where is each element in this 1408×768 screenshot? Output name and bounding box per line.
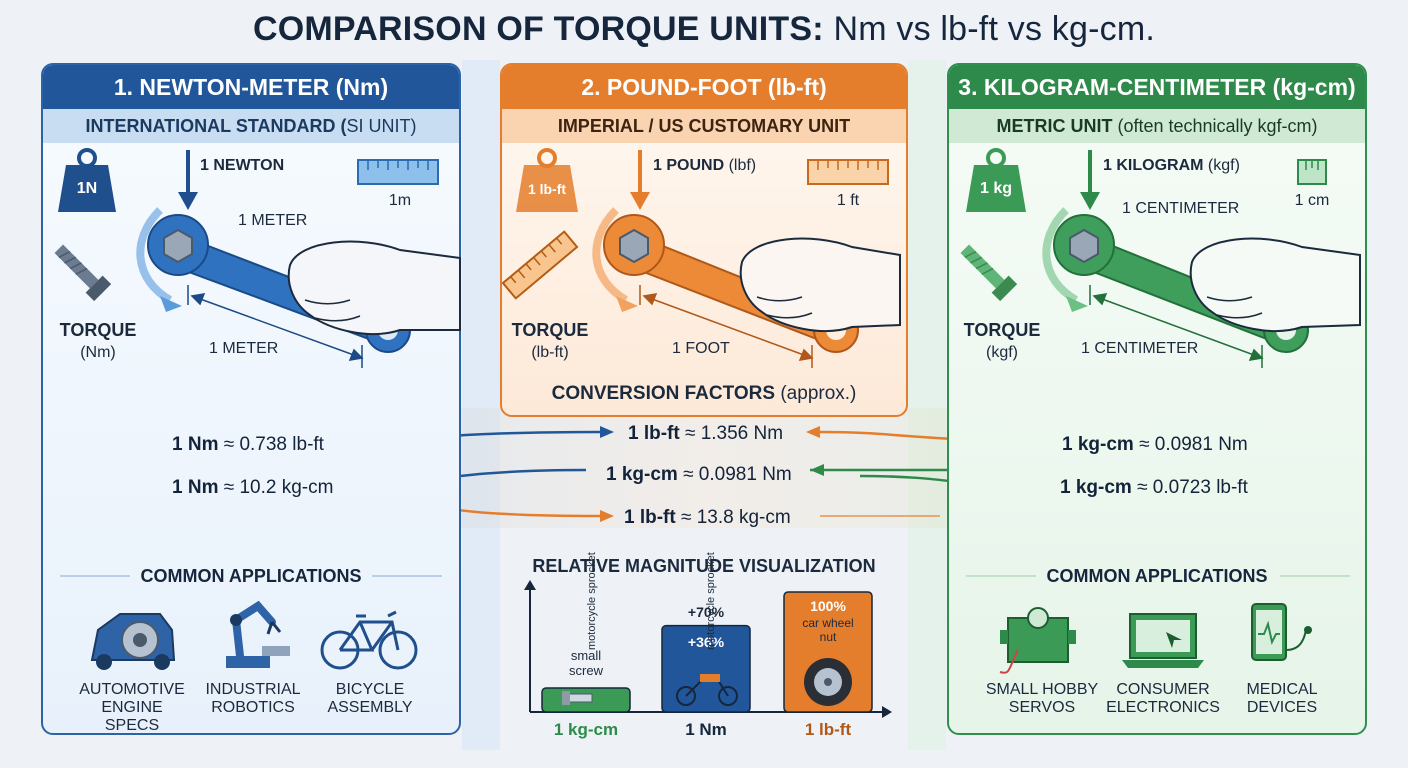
bar-label-kgcm: 1 kg-cm (553, 720, 619, 739)
bar-caption-plus70: +70% (687, 604, 725, 620)
conversion-nm-to-kgcm: 1 Nm ≈ 10.2 kg-cm (172, 477, 334, 498)
ruler-icon (1297, 159, 1327, 185)
conversion-kgcm-to-nm-center: 1 kg-cm ≈ 0.0981 Nm (606, 464, 792, 485)
weight-badge: 1 lb-ft (527, 181, 567, 197)
conversion-lbft-to-nm: 1 lb-ft ≈ 1.356 Nm (628, 423, 784, 444)
distance-label: 1 CENTIMETER (1081, 340, 1199, 357)
screw-icon (562, 691, 593, 705)
applications-title: COMMON APPLICATIONS (1046, 566, 1268, 586)
motorcycle-icon (676, 674, 738, 706)
wheel-icon (804, 658, 852, 706)
bolt-icon (54, 244, 112, 302)
distance-label: 1 FOOT (672, 340, 730, 357)
torque-unit: (Nm) (80, 344, 116, 361)
force-label: 1 NEWTON (200, 157, 285, 174)
torque-label: TORQUE (511, 320, 589, 340)
ruler-icon (807, 159, 889, 185)
torque-label: TORQUE (963, 320, 1041, 340)
bicycle-icon (320, 610, 418, 670)
laptop-icon (1122, 613, 1204, 668)
down-arrow-icon (630, 150, 650, 210)
hand-icon (287, 240, 461, 336)
conversion-nm-to-lbft: 1 Nm ≈ 0.738 lb-ft (172, 434, 324, 455)
ruler-label: 1 cm (1294, 192, 1330, 209)
conversion-kgcm-to-nm-right: 1 kg-cm ≈ 0.0981 Nm (1062, 434, 1248, 455)
force-label: 1 POUND (lbf) (653, 157, 757, 174)
bar-caption-100: 100% (810, 598, 846, 614)
conversion-kgcm-to-lbft: 1 kg-cm ≈ 0.0723 lb-ft (1060, 477, 1248, 498)
arm-label: 1 CENTIMETER (1122, 200, 1240, 217)
medical-tablet-icon (1251, 603, 1312, 661)
ruler-label: 1 ft (836, 192, 860, 209)
panel-header: 1. NEWTON-METER (Nm) (43, 65, 459, 109)
distance-label: 1 METER (209, 340, 279, 357)
hand-icon (739, 237, 901, 333)
down-arrow-icon (178, 150, 198, 210)
viz-title: RELATIVE MAGNITUDE VISUALIZATION (532, 556, 876, 576)
hand-icon (1189, 237, 1361, 333)
car-engine-gear-icon (90, 613, 176, 670)
panel-header: 2. POUND-FOOT (lb-ft) (502, 65, 906, 109)
torque-unit: (kgf) (986, 344, 1018, 361)
bar-nm (661, 624, 751, 713)
conversion-title: CONVERSION FACTORS (approx.) (551, 383, 857, 404)
ruler-label: 1m (388, 192, 412, 209)
weight-icon (516, 148, 578, 212)
ruler-icon (501, 230, 579, 300)
applications-title: COMMON APPLICATIONS (140, 566, 362, 586)
torque-label: TORQUE (59, 320, 137, 340)
down-arrow-icon (1080, 150, 1100, 210)
panel-subtitle: METRIC UNIT (often technically kgf-cm) (949, 109, 1365, 143)
weight-badge: 1N (76, 180, 98, 197)
side-label-1: motorcycle sprocket (586, 552, 598, 650)
panel-subtitle: IMPERIAL / US CUSTOMARY UNIT (502, 109, 906, 143)
arm-label: 1 METER (238, 212, 308, 229)
magnitude-visualization: RELATIVE MAGNITUDE VISUALIZATION 1 kg-cm… (506, 540, 902, 740)
panel-subtitle: INTERNATIONAL STANDARD (SI UNIT) (43, 109, 459, 143)
viz-axes (524, 580, 892, 718)
force-label: 1 KILOGRAM (kgf) (1103, 157, 1240, 174)
bolt-icon (960, 244, 1018, 302)
bar-label-nm: 1 Nm (685, 720, 727, 739)
weight-badge: 1 kg (979, 180, 1012, 197)
torque-unit: (lb-ft) (531, 344, 569, 361)
panel-header: 3. KILOGRAM-CENTIMETER (kg-cm) (949, 65, 1365, 109)
page-title: COMPARISON OF TORQUE UNITS: Nm vs lb-ft … (252, 10, 1155, 48)
robot-arm-icon (226, 600, 290, 668)
bar-caption-plus36: +36% (687, 634, 725, 650)
bar-label-lbft: 1 lb-ft (804, 720, 852, 739)
ruler-icon (357, 159, 439, 185)
servo-motor-icon (999, 607, 1076, 674)
conversion-lbft-to-kgcm: 1 lb-ft ≈ 13.8 kg-cm (624, 507, 791, 528)
weight-icon (966, 148, 1026, 212)
weight-icon (58, 148, 116, 212)
side-label-2: motorcycle sprocket (705, 552, 717, 650)
